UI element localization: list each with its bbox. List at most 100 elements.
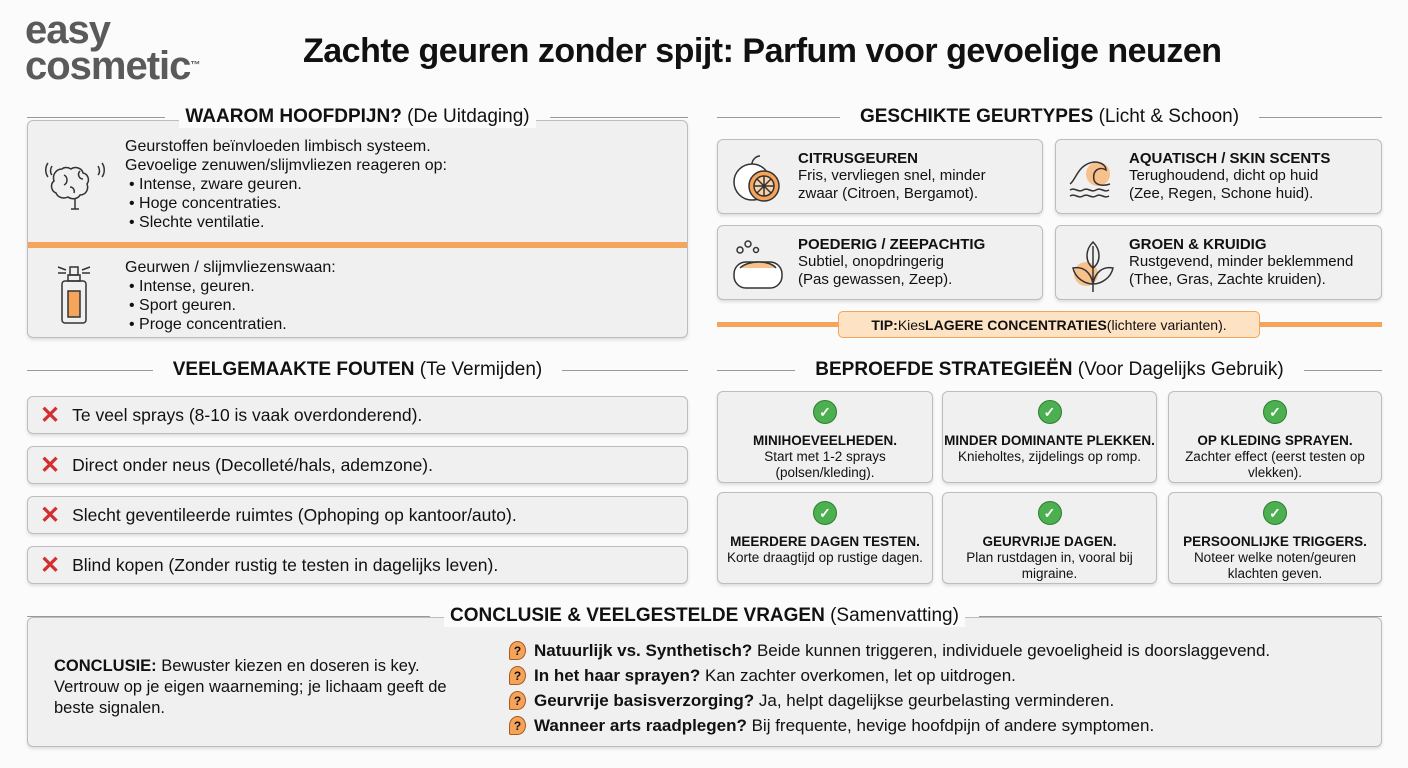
card-text: (Zee, Regen, Schone huid). [1129,185,1314,202]
check-icon: ✓ [1037,501,1062,525]
header-bold: BEPROEFDE STRATEGIEËN [815,359,1073,380]
strategy-card: ✓ GEURVRIJE DAGEN.Plan rustdagen in, voor… [942,492,1157,584]
cross-icon: ✕ [40,401,61,429]
bullet: • Proge concentratien. [129,316,287,333]
card-text: Subtiel, onopdringerig [798,253,944,270]
text-line: Gevoelige zenuwen/slijmvliezen reageren … [125,157,447,174]
mistake-item: ✕Slecht geventileerde ruimtes (Ophoping … [27,496,688,534]
tip-text: (lichtere varianten). [1106,316,1227,333]
header-rest: (Samenvatting) [824,605,959,626]
faq-answer: Ja, helpt dagelijkse geurbelasting vermi… [754,690,1115,710]
header-rest: (Licht & Schoon) [1093,106,1240,127]
tip-label: TIP: [871,316,898,333]
strategy-title: MINIHOEVEELHEDEN. [752,433,898,448]
conclusion-body: Bewuster kiezen en doseren is key. Vertr… [54,657,447,717]
bullet: • Intense, zware geuren. [129,176,302,193]
faq-answer: Kan zachter overkomen, let op uitdrogen. [700,665,1016,685]
strategy-text: Korte draagtijd op rustige dagen. [727,550,923,565]
card-text: Terughoudend, dicht op huid [1129,167,1319,184]
question-icon: ? [509,666,526,685]
faq-item: ? Natuurlijk vs. Synthetisch? Beide kunne… [509,638,1270,663]
strategy-title: GEURVRIJE DAGEN. [982,534,1117,549]
why-block1: Geurstoffen beïnvloeden limbisch systeem… [125,137,447,232]
mistake-item: ✕Direct onder neus (Decolleté/hals, adem… [27,446,688,484]
check-icon: ✓ [1263,501,1287,525]
faq-list: ? Natuurlijk vs. Synthetisch? Beide kunne… [509,638,1270,738]
faq-question: Natuurlijk vs. Synthetisch? [534,640,753,660]
strategy-title: MINDER DOMINANTE PLEKKEN. [944,433,1155,448]
strategy-text: Plan rustdagen in, vooral bij migraine. [966,550,1133,581]
bullet: • Slechte ventilatie. [129,214,265,231]
faq-item: ? In het haar sprayen? Kan zachter overko… [509,663,1270,688]
card-text: Fris, vervliegen snel, minder [798,167,986,184]
bullet: • Intense, geuren. [129,278,255,295]
why-box: Geurstoffen beïnvloeden limbisch systeem… [27,120,688,338]
header-bold: WAAROM HOOFDPIJN? [185,106,402,127]
faq-answer: Beide kunnen triggeren, individuele gevo… [752,640,1271,660]
card-text: (Pas gewassen, Zeep). [798,271,953,288]
page-title: Zachte geuren zonder spijt: Parfum voor … [303,32,1222,70]
bullet: • Hoge concentraties. [129,195,282,212]
question-icon: ? [509,691,526,710]
strategy-card: ✓ OP KLEDING SPRAYEN.Zachter effect (eers… [1168,391,1382,483]
why-block2: Geurwen / slijmvliezenswaan: • Intense, … [125,258,336,334]
mistakes-header: VEELGEMAAKTE FOUTEN (Te Vermijden) [27,359,688,381]
header-rest: (Te Vermijden) [414,359,543,380]
mistake-text: Blind kopen (Zonder rustig te testen in … [72,554,499,575]
tip-text: Kies [897,316,926,333]
cross-icon: ✕ [40,551,61,579]
card-title: CITRUSGEUREN [798,150,919,167]
card-title: POEDERIG / ZEEPACHTIG [798,236,986,253]
conclusion-label: CONCLUSIE: [54,657,157,675]
card-title: GROEN & KRUIDIG [1129,236,1267,253]
strategy-title: OP KLEDING SPRAYEN. [1197,433,1353,448]
orange-divider [28,242,687,248]
strategy-text: Noteer welke noten/geuren klachten geven… [1193,550,1357,581]
logo-line1: easy [25,8,111,52]
question-icon: ? [509,641,526,660]
card-text: Rustgevend, minder beklemmend [1129,253,1354,270]
strategy-card: ✓PERSOONLIJKE TRIGGERS.Noteer welke note… [1168,492,1382,584]
conclusion-text: CONCLUSIE: Bewuster kiezen en doseren is… [54,656,474,719]
check-icon: ✓ [813,501,837,525]
faq-answer: Bij frequente, hevige hoofdpijn of ander… [746,715,1155,735]
citrus-icon [733,155,780,202]
faq-question: Wanneer arts raadplegen? [534,715,747,735]
faq-question: Geurvrije basisverzorging? [534,690,755,710]
faq-item: ?Wanneer arts raadplegen? Bij frequente,… [509,713,1270,738]
header-bold: GESCHIKTE GEURTYPES [859,106,1094,127]
cross-icon: ✕ [40,451,61,479]
bullet: • Sport geuren. [129,297,236,314]
strategy-text: Zachter effect (eerst testen op vlekken)… [1185,449,1365,480]
strategy-card: ✓ MEERDERE DAGEN TESTEN.Korte draagtijd o… [717,492,933,584]
strategy-title: MEERDERE DAGEN TESTEN. [730,534,920,549]
check-icon: ✓ [813,400,837,424]
mistake-item: ✕ Te veel sprays (8-10 is vaak overdonder… [27,396,688,434]
faq-item: ? Geurvrije basisverzorging? Ja, helpt da… [509,688,1270,713]
check-icon: ✓ [1263,400,1287,424]
leaf-icon [1072,240,1114,292]
faq-question: In het haar sprayen? [534,665,701,685]
wave-icon [1069,161,1111,198]
card-title: AQUATISCH / SKIN SCENTS [1129,150,1331,167]
mistake-text: Te veel sprays (8-10 is vaak overdondere… [72,404,423,425]
strategy-text: Start met 1-2 sprays (polsen/kleding). [764,449,886,480]
card-text: zwaar (Citroen, Bergamot). [798,185,979,202]
card-text: (Thee, Gras, Zachte kruiden). [1129,271,1326,288]
strategies-header: BEPROEFDE STRATEGIEËN (Voor Dagelijks Ge… [717,359,1382,381]
header-rest: (Voor Dagelijks Gebruik) [1072,359,1284,380]
soap-icon [733,240,783,289]
brain-icon [45,162,105,210]
logo-line2: cosmetic [25,44,191,88]
tip-pill: TIP: Kies LAGERE CONCENTRATIES (lichtere… [838,311,1260,338]
why-header: WAAROM HOOFDPIJN? (De Uitdaging) [27,106,688,128]
logo-tm: ™ [190,60,201,71]
strategy-card: ✓MINDER DOMINANTE PLEKKEN. Knieholtes, z… [942,391,1157,483]
strategy-card: ✓ MINIHOEVEELHEDEN.Start met 1-2 sprays (… [717,391,933,483]
mistake-text: Slecht geventileerde ruimtes (Ophoping o… [72,504,517,525]
header-bold: VEELGEMAAKTE FOUTEN [172,359,415,380]
